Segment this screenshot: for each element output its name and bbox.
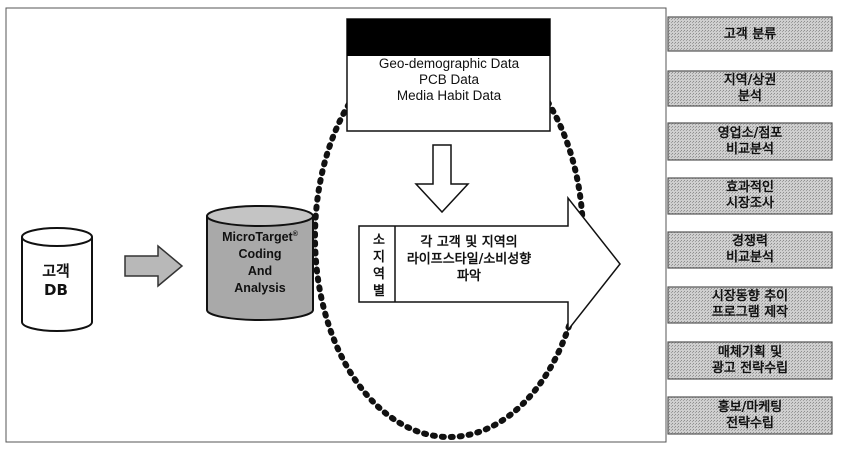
result-line: 비교분석 <box>726 250 774 265</box>
arrow-text: 각 고객 및 지역의 라이프스타일/소비성향 파악 <box>398 234 540 285</box>
arrow-text-line: 파악 <box>457 269 481 284</box>
result-box <box>667 341 833 380</box>
result-line: 분석 <box>738 89 762 104</box>
data-source-list: Geo-demographic Data PCB Data Media Habi… <box>348 56 550 104</box>
result-label: 지역/상권 분석 <box>668 73 832 105</box>
side-label-char: 역 <box>373 267 385 282</box>
result-label: 시장동향 추이 프로그램 제작 <box>668 289 832 321</box>
result-label: 효과적인 시장조사 <box>668 180 832 212</box>
result-label: 매체기획 및 광고 전략수립 <box>668 345 832 377</box>
result-line: 지역/상권 <box>723 73 777 88</box>
result-line: 경쟁력 <box>732 234 768 249</box>
result-line: 시장동향 추이 <box>711 289 789 304</box>
result-box <box>667 286 833 324</box>
microtarget-line: And <box>247 264 273 279</box>
region-side-label: 소 지 역 별 <box>363 232 395 300</box>
customer-db-line: DB <box>44 281 68 299</box>
side-label-char: 지 <box>373 250 385 265</box>
microtarget-line: Analysis <box>234 281 286 296</box>
result-line: 시장조사 <box>726 196 774 211</box>
result-box <box>667 122 833 161</box>
data-source-item: Media Habit Data <box>396 88 502 103</box>
registered-mark: ® <box>292 231 298 238</box>
result-box <box>667 16 833 52</box>
result-box <box>667 70 833 107</box>
result-box <box>667 231 833 269</box>
result-label: 홍보/마케팅 전략수립 <box>668 400 832 432</box>
db-to-analysis-arrow <box>124 244 184 288</box>
customer-db-line: 고객 <box>42 262 70 280</box>
result-label: 영업소/점포 비교분석 <box>668 126 832 158</box>
side-label-char: 별 <box>373 284 385 299</box>
result-box <box>667 396 833 435</box>
result-line: 영업소/점포 <box>717 126 783 141</box>
down-arrow <box>414 144 470 214</box>
data-source-item: PCB Data <box>418 72 480 87</box>
microtarget-label: MicroTarget® Coding And Analysis <box>205 226 315 297</box>
data-source-item: Geo-demographic Data <box>378 56 520 71</box>
microtarget-cylinder <box>206 205 314 321</box>
microtarget-line: MicroTarget <box>222 230 293 245</box>
result-line: 프로그램 제작 <box>711 305 789 320</box>
result-boxes <box>667 16 833 435</box>
customer-db-cylinder <box>21 227 93 332</box>
result-line: 고객 분류 <box>723 27 777 42</box>
result-label: 경쟁력 비교분석 <box>668 234 832 266</box>
customer-db-label: 고객 DB <box>20 262 92 300</box>
arrow-text-line: 각 고객 및 지역의 <box>420 235 518 250</box>
side-label-char: 소 <box>373 233 385 248</box>
result-line: 전략수립 <box>726 416 774 431</box>
data-source-box <box>346 18 551 132</box>
outer-frame <box>5 7 667 443</box>
result-line: 효과적인 <box>726 180 774 195</box>
big-right-arrow <box>358 195 621 333</box>
microtarget-line: Coding <box>238 247 282 262</box>
result-line: 홍보/마케팅 <box>717 400 783 415</box>
arrow-text-line: 라이프스타일/소비성향 <box>406 252 532 267</box>
result-line: 비교분석 <box>726 142 774 157</box>
result-line: 광고 전략수립 <box>711 361 789 376</box>
result-label: 고객 분류 <box>668 27 832 43</box>
result-box <box>667 177 833 215</box>
result-line: 매체기획 및 <box>717 345 783 360</box>
